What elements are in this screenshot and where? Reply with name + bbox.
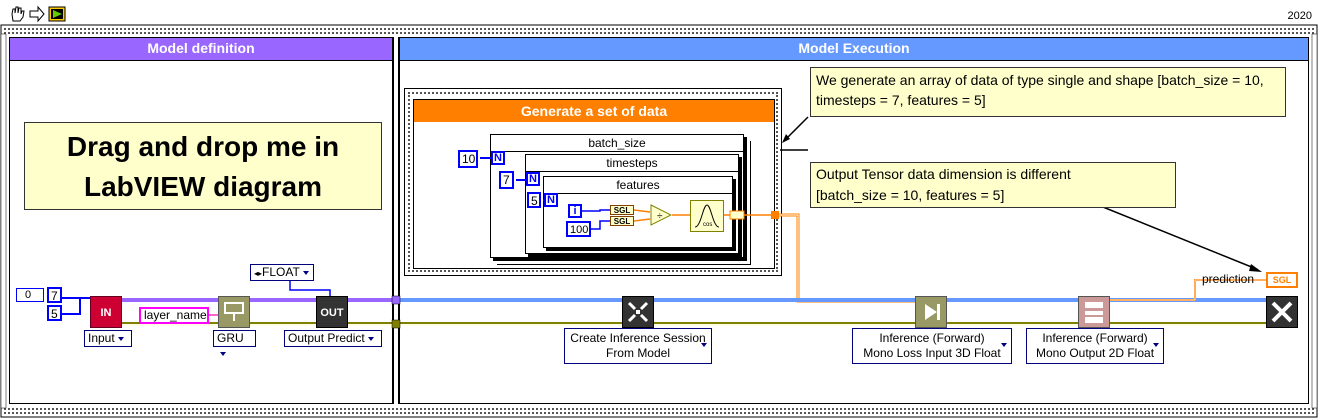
model-execution-frame: Model Execution xyxy=(399,37,1309,404)
loop-label-batch-size: batch_size xyxy=(491,135,743,152)
gru-ring-label: GRU xyxy=(217,331,244,345)
input-ring-label: Input xyxy=(88,331,115,345)
drag-note-line2: LabVIEW diagram xyxy=(83,171,323,202)
model-definition-frame: Model definition xyxy=(9,37,393,404)
gru-ring[interactable]: GRU xyxy=(213,330,256,356)
release-session-node[interactable] xyxy=(1266,296,1298,328)
input-layer-node[interactable]: IN xyxy=(90,296,122,328)
model-definition-header: Model definition xyxy=(10,38,392,61)
cos-label: cos xyxy=(703,222,713,228)
gru-layer-node[interactable] xyxy=(218,296,250,328)
note2-line2: [batch_size = 10, features = 5] xyxy=(816,187,1005,203)
ring-arrows-icon: ◂▸ xyxy=(254,269,263,278)
output-predict-label: Output Predict xyxy=(288,331,365,345)
output-layer-node[interactable]: OUT xyxy=(316,296,348,328)
note-generate-array: We generate an array of data of type sin… xyxy=(810,67,1286,117)
chevron-down-icon xyxy=(701,343,707,347)
batch-size-constant[interactable]: 10 xyxy=(458,150,478,168)
note-output-dimension: Output Tensor data dimension is differen… xyxy=(810,162,1176,208)
generate-data-header: Generate a set of data xyxy=(414,100,774,122)
inference-output-line1: Inference (Forward) xyxy=(1042,331,1148,345)
create-session-ring[interactable]: Create Inference Session From Model xyxy=(564,328,712,364)
divide-icon: ÷ xyxy=(650,204,673,226)
chevron-down-icon xyxy=(1001,343,1007,347)
note2-line1: Output Tensor data dimension is differen… xyxy=(816,166,1071,182)
create-session-line1: Create Inference Session xyxy=(570,331,706,345)
inference-forward-ring[interactable]: Inference (Forward) Mono Loss Input 3D F… xyxy=(852,328,1012,364)
chevron-down-icon xyxy=(220,351,226,356)
timesteps-constant[interactable]: 7 xyxy=(499,171,514,189)
input-ring[interactable]: Input xyxy=(84,330,132,347)
release-session-icon xyxy=(1271,301,1293,323)
layer-name-constant[interactable]: layer_name xyxy=(139,307,209,324)
to-sgl-node-2: SGL xyxy=(610,216,634,226)
array-index-display[interactable]: 0 xyxy=(16,288,44,302)
loop-label-features: features xyxy=(544,177,732,194)
chevron-down-icon xyxy=(367,336,374,341)
float-ring-label: FLOAT xyxy=(262,265,300,279)
to-sgl-node-1: SGL xyxy=(610,205,634,215)
run-icon[interactable] xyxy=(47,4,66,22)
array-value-1[interactable]: 7 xyxy=(47,287,62,303)
loop-label-timesteps: timesteps xyxy=(526,155,738,172)
loop-iteration-terminal: i xyxy=(568,204,582,218)
array-value-2[interactable]: 5 xyxy=(47,305,62,321)
cosine-icon: cos xyxy=(690,200,724,232)
inference-output-node[interactable] xyxy=(1078,296,1110,328)
version-label: 2020 xyxy=(1287,10,1312,22)
hand-tool-icon[interactable] xyxy=(7,4,25,22)
create-session-icon xyxy=(627,301,649,323)
features-constant[interactable]: 5 xyxy=(527,192,541,208)
chevron-down-icon xyxy=(1153,343,1159,347)
inference-output-ring[interactable]: Inference (Forward) Mono Output 2D Float xyxy=(1026,328,1164,364)
model-execution-header: Model Execution xyxy=(400,38,1308,61)
inference-forward-node[interactable] xyxy=(915,296,947,328)
forward-play-icon xyxy=(925,304,940,320)
create-session-line2: From Model xyxy=(605,346,670,360)
loop-count-timesteps: N xyxy=(526,172,540,186)
loop-count-features: N xyxy=(544,193,558,207)
output-predict-ring[interactable]: Output Predict xyxy=(284,330,382,347)
create-session-node[interactable] xyxy=(622,296,654,328)
drag-note-line1: Drag and drop me in xyxy=(66,131,340,162)
inference-forward-line1: Inference (Forward) xyxy=(879,331,985,345)
toolbar: 2020 xyxy=(0,0,1318,26)
shape-array-constant[interactable]: 0 7 5 xyxy=(16,286,64,326)
inference-forward-line2: Mono Loss Input 3D Float xyxy=(863,346,1001,360)
output-tensor-icon xyxy=(1085,302,1103,323)
loop-count-batch: N xyxy=(491,151,505,165)
outer-sequence-frame xyxy=(0,24,1318,418)
generate-data-frame: Generate a set of data xyxy=(413,99,775,269)
arrow-tool-icon[interactable] xyxy=(27,4,45,23)
frame-divider xyxy=(393,37,399,404)
prediction-indicator[interactable]: SGL xyxy=(1266,272,1298,288)
inference-output-line2: Mono Output 2D Float xyxy=(1035,346,1155,360)
prediction-label: prediction xyxy=(1202,272,1255,286)
svg-text:÷: ÷ xyxy=(657,211,663,222)
drag-drop-note: Drag and drop me in LabVIEW diagram xyxy=(24,122,382,210)
divisor-constant[interactable]: 100 xyxy=(566,221,591,237)
float-ring[interactable]: ◂▸FLOAT xyxy=(250,264,314,281)
gru-icon xyxy=(224,302,244,321)
chevron-down-icon xyxy=(117,336,124,341)
chevron-down-icon xyxy=(302,270,309,275)
